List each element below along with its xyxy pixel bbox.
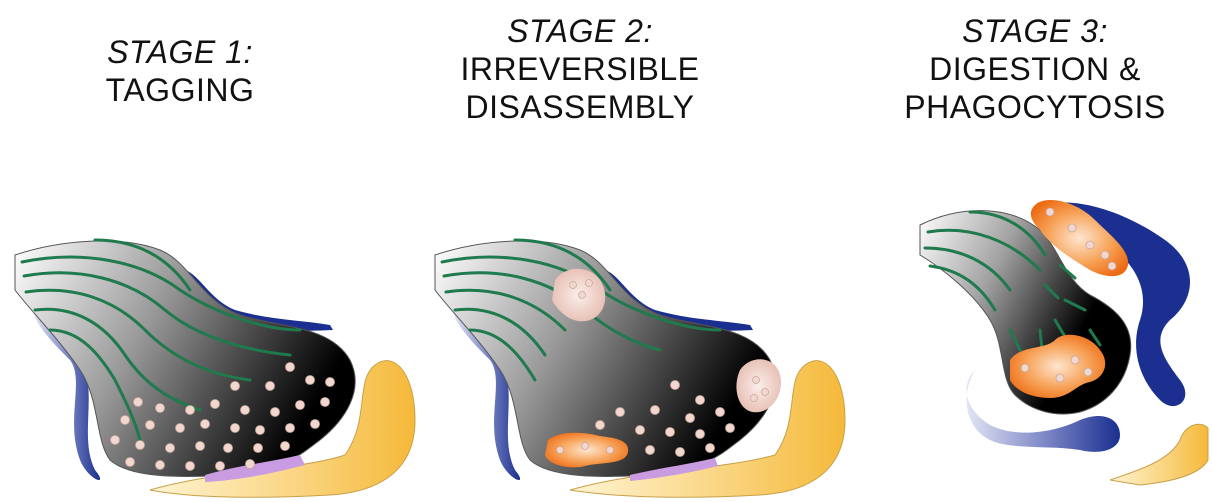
- stage-2-pink-vacuole-right: [736, 359, 781, 412]
- stage-3-muscle: [1110, 424, 1208, 485]
- stage-3-illustration: [920, 200, 1208, 485]
- stage-2-illustration: [435, 240, 845, 497]
- stage-1-illustration: [15, 240, 415, 497]
